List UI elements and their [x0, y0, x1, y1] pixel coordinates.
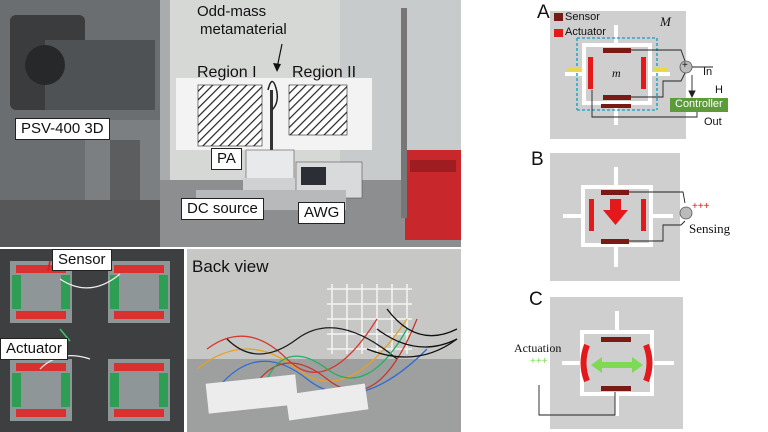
back-view-photo: Back view: [187, 249, 461, 432]
closeup-photo: Sensor Actuator: [0, 249, 184, 432]
setup-photo: PSV-400 3D Odd-mass metamaterial Region …: [0, 0, 461, 247]
metamaterial-label-line2: metamaterial: [200, 21, 287, 38]
cell-top-right: [108, 261, 170, 323]
awg-label: AWG: [298, 202, 346, 224]
right-actuator-bent: [643, 343, 653, 383]
h-label: H: [715, 84, 723, 96]
region-1-label: Region I: [197, 64, 257, 81]
horizontal-double-arrow: [591, 357, 643, 373]
sensing-junction: [679, 206, 693, 220]
back-view-title: Back view: [192, 257, 269, 276]
panel-a-letter: A: [537, 2, 550, 23]
in-label: In: [703, 66, 713, 78]
actuator-pointer: [59, 328, 71, 342]
cell-bottom-left: [10, 359, 72, 421]
setup-photo-scene: [0, 0, 461, 247]
region-2-square: [288, 84, 348, 136]
summing-plus: +: [682, 60, 688, 71]
small-mass-label: m: [612, 66, 621, 80]
big-mass-label: M: [660, 14, 671, 29]
region-2-label: Region II: [292, 64, 357, 81]
legend-actuator-label: Actuator: [565, 26, 606, 38]
downward-arrow: [603, 199, 628, 225]
controller-label: Controller: [675, 98, 723, 110]
actuation-label: Actuation: [514, 341, 562, 355]
panel-b-diagram: [550, 153, 693, 281]
panel-c-diagram: [538, 297, 683, 429]
panel-c-letter: C: [529, 289, 543, 310]
panel-a-diagram: [550, 11, 728, 139]
metamaterial-label-line1: Odd-mass: [197, 3, 267, 20]
controller-block: [670, 98, 728, 112]
pa-label: PA: [211, 148, 242, 170]
left-actuator-bent: [580, 343, 590, 383]
panel-b-letter: B: [531, 149, 544, 170]
dc-source-label: DC source: [181, 198, 264, 220]
legend-sensor-label: Sensor: [565, 11, 600, 23]
psv-label: PSV-400 3D: [15, 118, 110, 140]
back-view-scene: [187, 249, 461, 432]
legend-actuator-swatch: [554, 29, 563, 37]
cell-bottom-right: [108, 359, 170, 421]
wires: [196, 308, 458, 400]
sensing-label: Sensing: [689, 221, 731, 236]
sensor-pointer: [47, 260, 51, 272]
summing-junction: [679, 60, 693, 74]
cell-top-left: [10, 261, 72, 323]
sensor-photo-label: Sensor: [52, 249, 112, 271]
sensing-plus-signs: +++: [692, 201, 710, 212]
actuation-plus-signs: +++: [530, 356, 548, 367]
region-1-square: [197, 84, 263, 147]
legend-sensor-swatch: [554, 13, 563, 21]
out-label: Out: [704, 116, 722, 128]
actuator-photo-label: Actuator: [0, 338, 68, 360]
